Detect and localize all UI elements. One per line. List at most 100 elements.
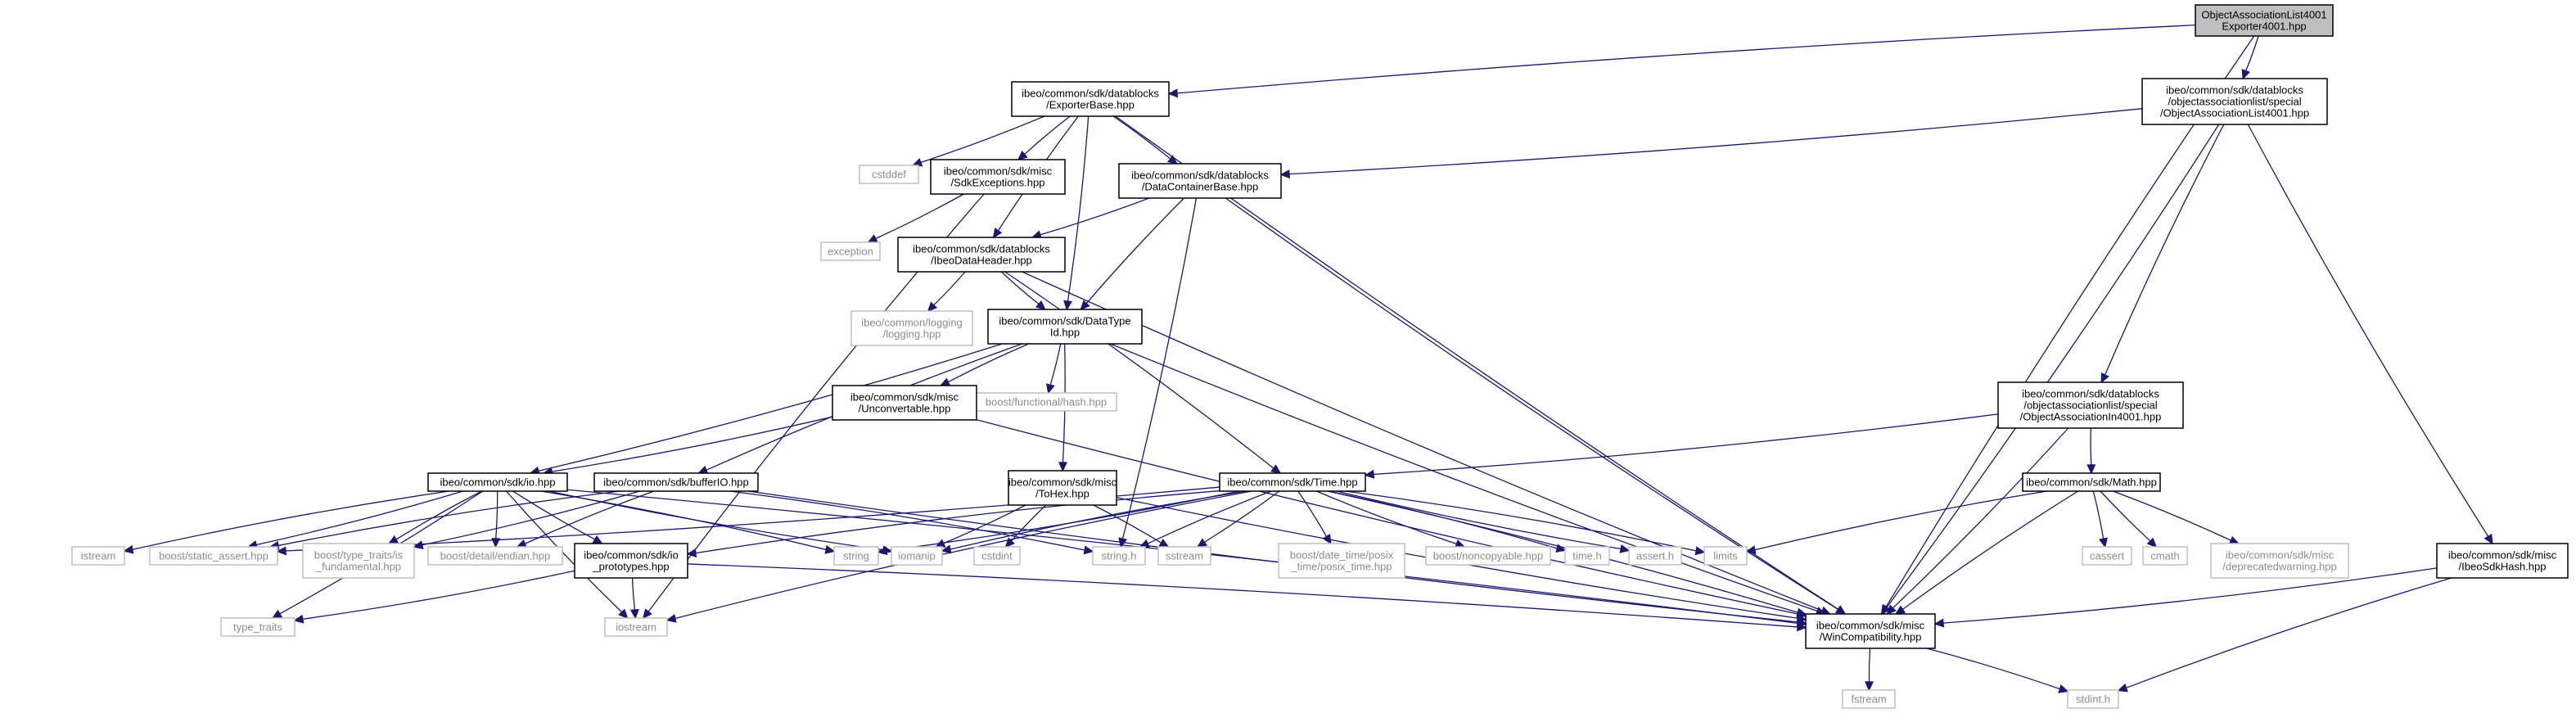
edge-time-to-timeh <box>1328 490 1567 553</box>
node-label-line: cmath <box>2150 550 2179 562</box>
edge-line <box>1121 197 1198 539</box>
node-tohex[interactable]: ibeo/common/sdk/misc/ToHex.hpp <box>1008 470 1117 506</box>
edge-time-to-sstream <box>1196 490 1280 548</box>
edge-arrowhead <box>1834 605 1847 615</box>
node-label-line: /logging.hpp <box>883 328 941 341</box>
node-box <box>2022 472 2161 492</box>
edge-wincompat-to-fstream <box>1865 648 1874 692</box>
edge-wincompat-to-stdinth <box>1926 648 2069 693</box>
edge-ioprototypes-to-iostream <box>629 577 639 620</box>
node-asserth: assert.h <box>1628 546 1682 566</box>
node-ibeodataheader[interactable]: ibeo/common/sdk/datablocks/IbeoDataHeade… <box>897 237 1066 273</box>
node-datacontainerbase[interactable]: ibeo/common/sdk/datablocks/DataContainer… <box>1118 163 1282 199</box>
node-label-line: ibeo/common/sdk/datablocks <box>2166 84 2303 97</box>
node-label-line: boost/functional/hash.hpp <box>986 396 1107 408</box>
edge-arrowhead <box>1797 622 1807 632</box>
edge-line <box>1926 648 2060 690</box>
edges-layer <box>123 24 2493 693</box>
node-ibeosdkhash[interactable]: ibeo/common/sdk/misc/IbeoSdkHash.hpp <box>2436 543 2569 579</box>
edge-exporterbase-to-datacontainerbase <box>1112 115 1179 165</box>
edge-oa4001-to-math <box>2087 427 2096 475</box>
node-box <box>2142 546 2188 566</box>
edge-arrowhead <box>1158 539 1170 548</box>
edge-line <box>538 343 1003 472</box>
edge-arrowhead <box>1886 604 1897 616</box>
node-box <box>302 543 415 579</box>
edge-arrowhead <box>665 613 677 623</box>
node-box <box>71 546 125 566</box>
node-unconvertable[interactable]: ibeo/common/sdk/misc/Unconvertable.hpp <box>832 385 977 421</box>
node-sdkexceptions[interactable]: ibeo/common/sdk/misc/SdkExceptions.hpp <box>930 159 1066 195</box>
edge-line <box>1147 490 1272 544</box>
edge-arrowhead <box>927 301 938 313</box>
edge-time-to-wincompat <box>1327 490 1807 617</box>
node-label-line: _fundamental.hpp <box>315 561 401 573</box>
node-box <box>2436 543 2569 579</box>
node-box <box>427 546 563 566</box>
node-box <box>832 385 977 421</box>
edge-time-to-string <box>877 490 1239 556</box>
node-box <box>1157 546 1211 566</box>
edge-arrowhead <box>1619 544 1631 553</box>
node-box <box>2141 78 2328 125</box>
edge-arrowhead <box>642 608 652 620</box>
node-label-line: ibeo/common/sdk/misc <box>1008 476 1117 489</box>
edge-arrowhead <box>123 544 134 554</box>
edge-line <box>255 490 463 546</box>
edge-line <box>1942 567 2438 624</box>
edge-line <box>1112 115 1171 160</box>
edge-arrowhead <box>867 234 878 243</box>
edge-arrowhead <box>2099 537 2108 548</box>
node-box <box>1425 546 1551 566</box>
edge-line <box>1327 490 1798 613</box>
node-label-line: boost/static_assert.hpp <box>159 550 268 562</box>
node-oa4001[interactable]: ibeo/common/sdk/datablocks/objectassocia… <box>1997 381 2184 429</box>
node-label-line: _time/posix_time.hpp <box>1291 561 1392 573</box>
edge-arrowhead <box>686 548 697 558</box>
edge-arrowhead <box>1035 300 1046 311</box>
node-label-line: time.h <box>1572 550 1601 562</box>
node-endian: boost/detail/endian.hpp <box>427 546 563 566</box>
node-box <box>1564 546 1610 566</box>
node-label-line: ibeo/common/sdk/io.hpp <box>440 476 556 489</box>
node-box <box>1628 546 1682 566</box>
edge-line <box>1110 343 1818 612</box>
node-label-line: boost/detail/endian.hpp <box>440 550 550 562</box>
node-exporterbase[interactable]: ibeo/common/sdk/datablocks/ExporterBase.… <box>1011 81 1170 117</box>
edge-datatypeid-to-wincompat <box>1110 343 1826 616</box>
edge-arrowhead <box>516 539 527 548</box>
edge-line <box>1024 115 1071 156</box>
node-label-line: /deprecatedwarning.hpp <box>2222 561 2337 573</box>
edge-root-to-exporterbase <box>1167 24 2196 98</box>
node-wincompat[interactable]: ibeo/common/sdk/misc/WinCompatibility.hp… <box>1805 613 1936 649</box>
node-bufferio[interactable]: ibeo/common/sdk/bufferIO.hpp <box>593 472 759 492</box>
node-label-line: ibeo/common/logging <box>861 317 963 329</box>
node-label-line: ibeo/common/sdk/datablocks <box>913 243 1050 255</box>
node-oal4001[interactable]: ibeo/common/sdk/datablocks/objectassocia… <box>2141 78 2328 125</box>
edge-line <box>1000 271 1040 305</box>
edge-arrowhead <box>1279 169 1291 179</box>
edge-time-to-asserth <box>1336 490 1631 553</box>
node-time[interactable]: ibeo/common/sdk/Time.hpp <box>1219 472 1366 492</box>
node-root[interactable]: ObjectAssociationList4001Exporter4001.hp… <box>2195 4 2334 37</box>
edge-arrowhead <box>387 535 399 544</box>
node-ioprototypes[interactable]: ibeo/common/sdk/io_prototypes.hpp <box>574 543 688 579</box>
edge-oal4001-to-oa4001 <box>2100 124 2225 384</box>
edge-datatypeid-to-unconvertable <box>939 343 1029 386</box>
edge-arrowhead <box>1167 155 1179 165</box>
edge-line <box>1204 490 1280 543</box>
node-staticassert: boost/static_assert.hpp <box>149 546 278 566</box>
edge-oal4001-to-ibeosdkhash <box>2247 124 2493 545</box>
node-io[interactable]: ibeo/common/sdk/io.hpp <box>427 472 568 492</box>
node-math[interactable]: ibeo/common/sdk/Math.hpp <box>2022 472 2161 492</box>
edge-arrowhead <box>697 465 709 475</box>
edge-arrowhead <box>2100 372 2109 384</box>
node-stdinth: stdint.h <box>2067 689 2119 709</box>
edge-oa4001-to-time <box>1364 413 1999 479</box>
edge-line <box>1373 413 1999 476</box>
node-fstream: fstream <box>1842 689 1896 709</box>
edge-line <box>933 271 966 306</box>
nodes-layer: ObjectAssociationList4001Exporter4001.hp… <box>71 4 2569 709</box>
